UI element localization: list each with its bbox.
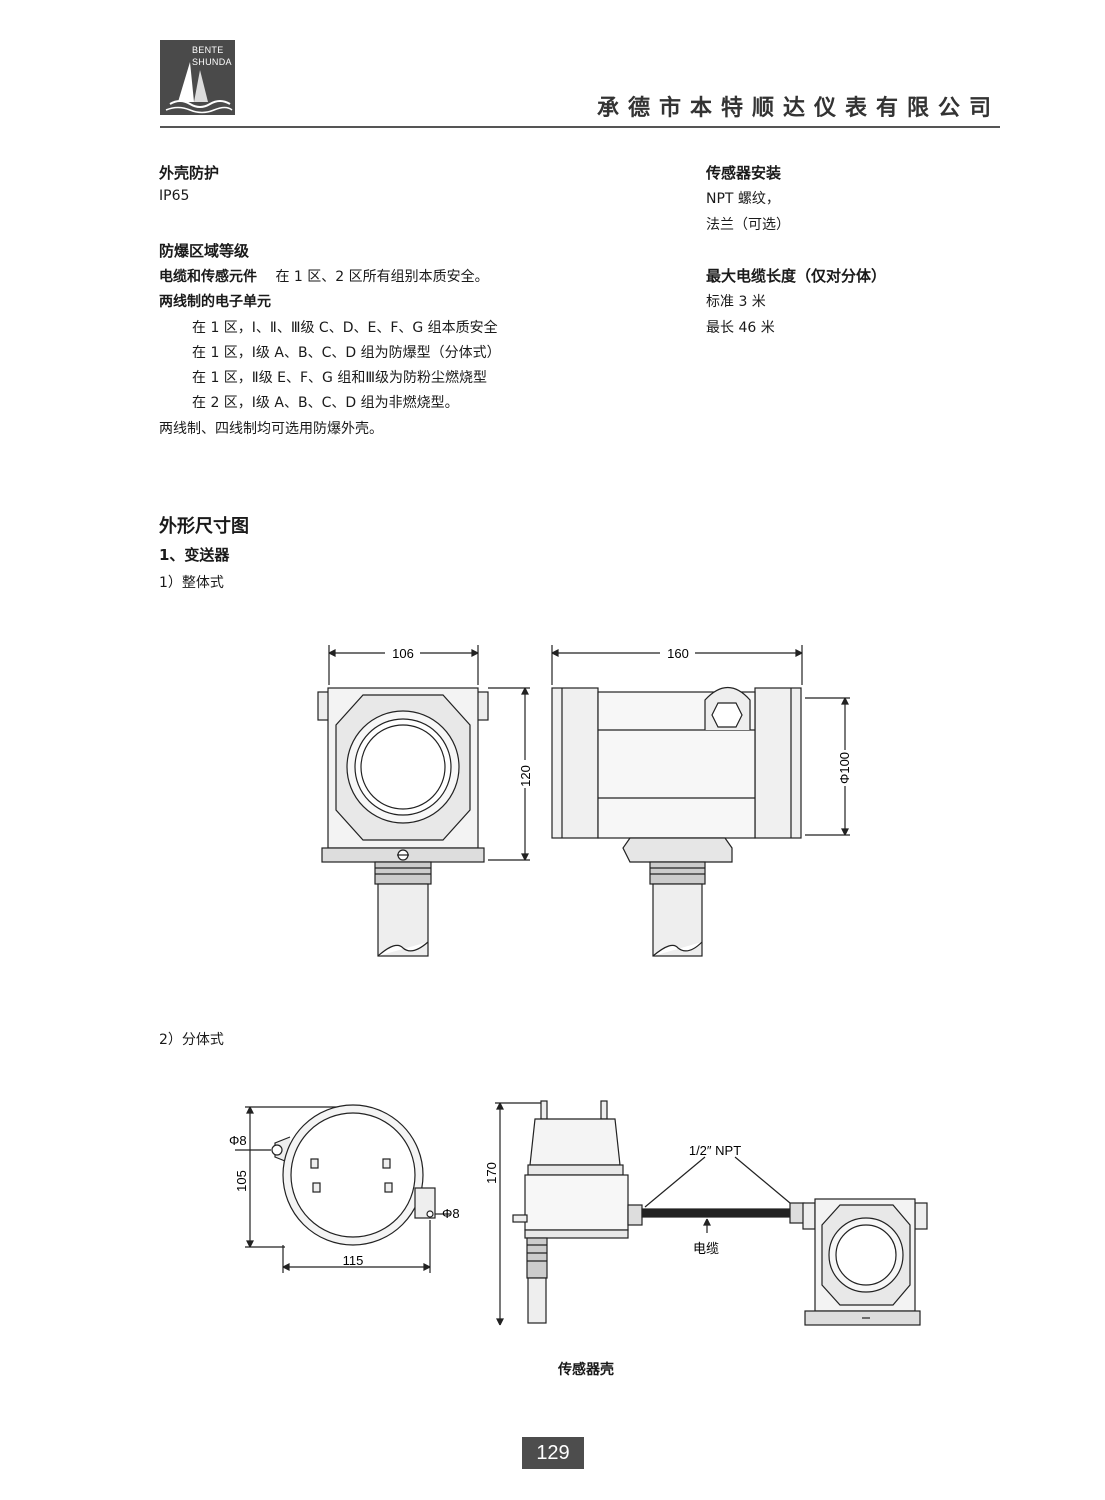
- company-logo: BENTE SHUNDA: [160, 40, 235, 115]
- dim-diameter-100: Φ100: [837, 752, 852, 784]
- zone-line-4: 在 2 区，Ⅰ级 A、B、C、D 组为非燃烧型。: [192, 395, 459, 411]
- dim-height-170: 170: [484, 1162, 499, 1184]
- dim-phi8-outlet: Φ8: [442, 1206, 460, 1221]
- npt-label: 1/2″ NPT: [689, 1143, 741, 1158]
- logo-text-bente: BENTE: [192, 45, 224, 55]
- housing-note: 两线制、四线制均可选用防爆外壳。: [159, 421, 383, 437]
- housing-value: IP65: [159, 188, 190, 204]
- cable-sensor-line: 电缆和传感元件 在 1 区、2 区所有组别本质安全。: [159, 266, 489, 286]
- sailboat-icon: [165, 62, 233, 114]
- sensor-install-title: 传感器安装: [706, 164, 782, 182]
- two-wire-title: 两线制的电子单元: [159, 294, 271, 310]
- dim-phi8-mount: Φ8: [229, 1133, 247, 1148]
- zone-line-2: 在 1 区，Ⅰ级 A、B、C、D 组为防爆型（分体式）: [192, 345, 501, 361]
- dim-length-160: 160: [667, 646, 689, 661]
- zone-line-1: 在 1 区，Ⅰ、Ⅱ、Ⅲ级 C、D、E、F、G 组本质安全: [192, 320, 498, 336]
- company-name: 承德市本特顺达仪表有限公司: [596, 96, 1000, 121]
- logo-text-shunda: SHUNDA: [192, 57, 232, 67]
- dimensions-title: 外形尺寸图: [159, 516, 249, 537]
- cable-length-max: 最长 46 米: [706, 320, 775, 336]
- header-divider: [160, 126, 1000, 128]
- cable-length-std: 标准 3 米: [706, 294, 766, 310]
- split-subtitle: 2）分体式: [159, 1032, 224, 1048]
- dim-width-106: 106: [392, 646, 414, 661]
- cable-sensor-value: 在 1 区、2 区所有组别本质安全。: [275, 269, 489, 285]
- page-number: 129: [522, 1437, 584, 1469]
- dim-height-105: 105: [234, 1170, 249, 1192]
- housing-title: 外壳防护: [159, 164, 220, 182]
- ex-zone-title: 防爆区域等级: [159, 242, 250, 260]
- zone-line-3: 在 1 区，Ⅱ级 E、F、G 组和Ⅲ级为防粉尘燃烧型: [192, 370, 487, 386]
- transmitter-section: 1、变送器: [159, 546, 230, 564]
- integral-subtitle: 1）整体式: [159, 575, 224, 591]
- dim-width-115: 115: [343, 1253, 364, 1268]
- cable-label: 电缆: [693, 1241, 719, 1256]
- dim-height-120: 120: [518, 765, 533, 787]
- split-transmitter-drawing: Φ8 Φ8 105 115 170 1/2″ NPT 电缆: [229, 1100, 928, 1326]
- integral-transmitter-drawing: 106 160 120 Φ100: [317, 645, 852, 957]
- cable-sensor-label: 电缆和传感元件: [159, 269, 257, 285]
- sensor-housing-caption: 传感器壳: [558, 1362, 614, 1378]
- sensor-install-line-1: NPT 螺纹，: [706, 191, 780, 207]
- sensor-install-line-2: 法兰（可选）: [706, 217, 790, 233]
- cable-length-title: 最大电缆长度（仅对分体）: [706, 267, 887, 285]
